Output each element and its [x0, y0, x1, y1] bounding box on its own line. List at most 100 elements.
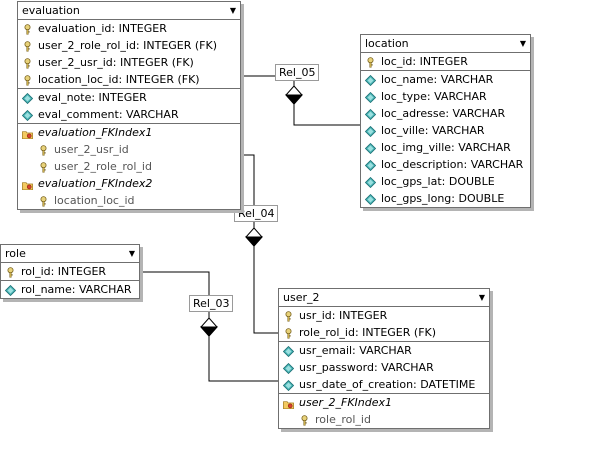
- column-row[interactable]: rol_name: VARCHAR: [1, 280, 139, 298]
- diamond-icon: [364, 91, 377, 104]
- column-row[interactable]: location_loc_id: [18, 192, 240, 209]
- row-label: loc_gps_long: DOUBLE: [381, 192, 505, 205]
- column-row[interactable]: loc_gps_long: DOUBLE: [361, 190, 530, 207]
- table-role[interactable]: role ▼ rol_id: INTEGER rol_name: VARCHAR: [0, 244, 140, 299]
- column-row[interactable]: eval_comment: VARCHAR: [18, 106, 240, 123]
- diamond-icon: [364, 125, 377, 138]
- diamond-icon: [282, 379, 295, 392]
- key-icon: [22, 40, 33, 52]
- diamond-icon: [282, 362, 295, 375]
- column-row[interactable]: eval_note: INTEGER: [18, 88, 240, 106]
- table-title[interactable]: role ▼: [1, 245, 139, 263]
- chevron-down-icon[interactable]: ▼: [229, 6, 236, 15]
- diamond-icon: [364, 176, 377, 189]
- column-row[interactable]: user_2_role_rol_id: INTEGER (FK): [18, 37, 240, 54]
- row-label: location_loc_id: INTEGER (FK): [38, 73, 200, 86]
- column-row[interactable]: loc_type: VARCHAR: [361, 88, 530, 105]
- column-row[interactable]: user_2_usr_id: INTEGER (FK): [18, 54, 240, 71]
- index-icon: [22, 127, 33, 139]
- rel-04-label[interactable]: Rel_04: [234, 205, 279, 222]
- chevron-down-icon[interactable]: ▼: [128, 249, 135, 258]
- row-label: usr_id: INTEGER: [299, 309, 388, 322]
- diamond-icon: [21, 109, 34, 122]
- rel-05-line-b: [293, 104, 361, 126]
- row-label: eval_note: INTEGER: [38, 91, 147, 104]
- rel-05-label[interactable]: Rel_05: [275, 64, 320, 81]
- column-row[interactable]: loc_description: VARCHAR: [361, 156, 530, 173]
- row-label: loc_img_ville: VARCHAR: [381, 141, 511, 154]
- row-label: rol_id: INTEGER: [21, 265, 107, 278]
- diamond-icon: [21, 92, 34, 105]
- table-title[interactable]: evaluation ▼: [18, 2, 240, 20]
- column-row[interactable]: loc_id: INTEGER: [361, 53, 530, 70]
- index-icon: [283, 397, 294, 409]
- diamond-icon: [364, 74, 377, 87]
- key-icon: [283, 310, 294, 322]
- row-label: loc_name: VARCHAR: [381, 73, 494, 86]
- table-location[interactable]: location ▼ loc_id: INTEGER loc_name: VARC…: [360, 34, 531, 208]
- row-label: evaluation_FKIndex2: [38, 177, 153, 190]
- rel-04-line: [240, 154, 255, 228]
- chevron-down-icon[interactable]: ▼: [519, 39, 526, 48]
- table-rows: usr_id: INTEGER role_rol_id: INTEGER (FK)…: [279, 307, 489, 428]
- key-icon: [283, 327, 294, 339]
- column-row[interactable]: location_loc_id: INTEGER (FK): [18, 71, 240, 88]
- column-row[interactable]: usr_date_of_creation: DATETIME: [279, 376, 489, 393]
- column-row[interactable]: user_2_usr_id: [18, 141, 240, 158]
- column-row[interactable]: loc_ville: VARCHAR: [361, 122, 530, 139]
- row-label: user_2_usr_id: INTEGER (FK): [38, 56, 194, 69]
- diamond-icon: [364, 142, 377, 155]
- column-row[interactable]: usr_email: VARCHAR: [279, 341, 489, 359]
- row-label: rol_name: VARCHAR: [21, 283, 132, 296]
- table-rows: loc_id: INTEGER loc_name: VARCHAR loc_type…: [361, 53, 530, 207]
- key-icon: [365, 56, 376, 68]
- column-row[interactable]: usr_id: INTEGER: [279, 307, 489, 324]
- row-label: eval_comment: VARCHAR: [38, 108, 179, 121]
- column-row[interactable]: evaluation_id: INTEGER: [18, 20, 240, 37]
- column-row[interactable]: loc_name: VARCHAR: [361, 70, 530, 88]
- key-icon: [38, 195, 49, 207]
- row-label: user_2_role_rol_id: [54, 160, 152, 173]
- row-label: usr_password: VARCHAR: [299, 361, 434, 374]
- chevron-down-icon[interactable]: ▼: [478, 293, 485, 302]
- column-row[interactable]: loc_img_ville: VARCHAR: [361, 139, 530, 156]
- row-label: user_2_FKIndex1: [299, 396, 393, 409]
- rel-04-line-b: [253, 246, 279, 334]
- row-label: loc_ville: VARCHAR: [381, 124, 485, 137]
- row-label: role_rol_id: [315, 413, 371, 426]
- diamond-icon: [4, 284, 17, 297]
- column-row[interactable]: user_2_role_rol_id: [18, 158, 240, 175]
- key-icon: [38, 161, 49, 173]
- diamond-icon: [364, 159, 377, 172]
- diamond-icon: [364, 193, 377, 206]
- column-row[interactable]: rol_id: INTEGER: [1, 263, 139, 280]
- row-label: usr_email: VARCHAR: [299, 344, 412, 357]
- row-label: loc_adresse: VARCHAR: [381, 107, 506, 120]
- table-title[interactable]: user_2 ▼: [279, 289, 489, 307]
- column-row[interactable]: role_rol_id: [279, 411, 489, 428]
- rel-03-label[interactable]: Rel_03: [189, 295, 234, 312]
- key-icon: [299, 414, 310, 426]
- column-row[interactable]: loc_adresse: VARCHAR: [361, 105, 530, 122]
- row-label: usr_date_of_creation: DATETIME: [299, 378, 476, 391]
- column-row[interactable]: loc_gps_lat: DOUBLE: [361, 173, 530, 190]
- row-label: location_loc_id: [54, 194, 135, 207]
- row-label: loc_description: VARCHAR: [381, 158, 524, 171]
- key-icon: [38, 144, 49, 156]
- row-label: evaluation_id: INTEGER: [38, 22, 167, 35]
- column-row[interactable]: usr_password: VARCHAR: [279, 359, 489, 376]
- row-label: loc_type: VARCHAR: [381, 90, 487, 103]
- row-label: loc_id: INTEGER: [381, 55, 468, 68]
- index-row[interactable]: user_2_FKIndex1: [279, 393, 489, 411]
- rel-03-line-b: [208, 336, 279, 382]
- row-label: loc_gps_lat: DOUBLE: [381, 175, 495, 188]
- index-row[interactable]: evaluation_FKIndex2: [18, 175, 240, 192]
- table-evaluation[interactable]: evaluation ▼ evaluation_id: INTEGER user_…: [17, 1, 241, 210]
- row-label: user_2_usr_id: [54, 143, 129, 156]
- row-label: role_rol_id: INTEGER (FK): [299, 326, 437, 339]
- table-user-2[interactable]: user_2 ▼ usr_id: INTEGER role_rol_id: INT…: [278, 288, 490, 429]
- table-title[interactable]: location ▼: [361, 35, 530, 53]
- index-row[interactable]: evaluation_FKIndex1: [18, 123, 240, 141]
- column-row[interactable]: role_rol_id: INTEGER (FK): [279, 324, 489, 341]
